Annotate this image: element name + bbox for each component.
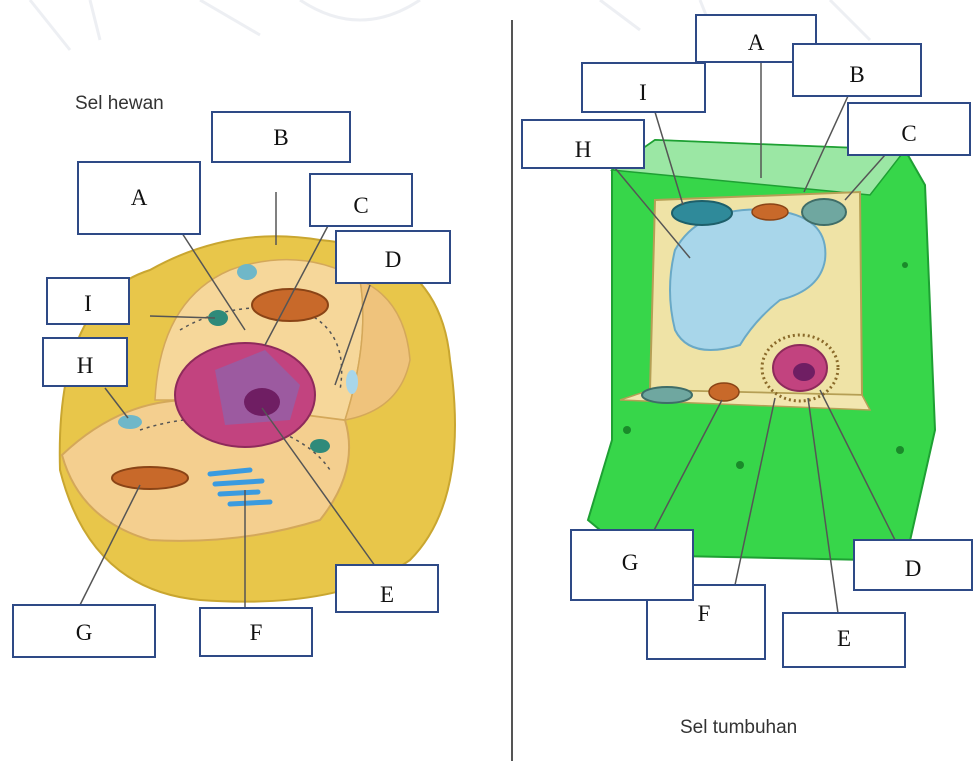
animal-label-C: C [310, 174, 412, 226]
animal-label-H: H [43, 338, 127, 386]
animal-mitochondrion-bottom [112, 467, 188, 489]
svg-text:A: A [131, 185, 148, 210]
svg-text:F: F [250, 620, 263, 645]
animal-label-G: G [13, 605, 155, 657]
animal-label-I: I [47, 278, 129, 324]
plant-label-B: B [793, 44, 921, 96]
svg-text:G: G [622, 550, 639, 575]
svg-text:D: D [905, 556, 922, 581]
plant-label-H: H [522, 120, 644, 168]
svg-text:B: B [273, 125, 288, 150]
animal-vacuole [346, 370, 358, 394]
animal-cell-caption: Sel hewan [75, 93, 164, 114]
plant-nucleolus [793, 363, 815, 381]
plant-chloroplast-bottom [642, 387, 692, 403]
svg-text:E: E [837, 626, 851, 651]
plant-cell-caption: Sel tumbuhan [680, 717, 797, 738]
plant-label-I: I [582, 63, 705, 112]
svg-text:H: H [575, 137, 592, 162]
animal-vesicle-2 [237, 264, 257, 280]
plant-label-C: C [848, 103, 970, 155]
svg-text:A: A [748, 30, 765, 55]
animal-label-E: E [336, 565, 438, 612]
animal-vesicle-3 [118, 415, 142, 429]
animal-label-A: A [78, 162, 200, 234]
svg-text:I: I [639, 80, 647, 105]
plant-mitochondrion-bottom [709, 383, 739, 401]
svg-text:C: C [353, 193, 368, 218]
animal-label-D: D [336, 231, 450, 283]
plant-label-G: G [571, 530, 693, 600]
svg-text:D: D [385, 247, 402, 272]
plant-cell-illustration [588, 140, 935, 585]
svg-text:I: I [84, 291, 92, 316]
svg-text:B: B [849, 62, 864, 87]
svg-text:C: C [901, 121, 916, 146]
svg-text:G: G [76, 620, 93, 645]
plant-label-D: D [854, 540, 972, 590]
animal-vesicle-4 [310, 439, 330, 453]
animal-mitochondrion-top [252, 289, 328, 321]
plant-chloroplast-right [802, 199, 846, 225]
plant-label-E: E [783, 613, 905, 667]
animal-nucleolus [244, 388, 280, 416]
animal-label-B: B [212, 112, 350, 162]
plant-mitochondrion-top [752, 204, 788, 220]
svg-text:H: H [77, 353, 94, 378]
svg-text:E: E [380, 582, 394, 607]
svg-text:F: F [698, 601, 711, 626]
plant-chloroplast-top [672, 201, 732, 225]
animal-label-F: F [200, 608, 312, 656]
